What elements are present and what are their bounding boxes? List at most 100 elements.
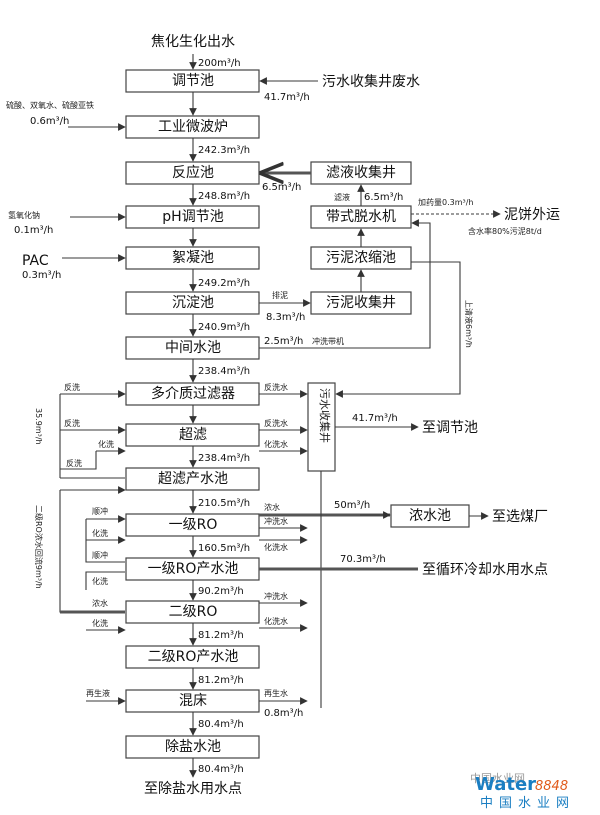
reaction-tank-label: 反应池 <box>172 164 214 181</box>
sewage-collection: 污水收集井 反洗水 反洗水 化洗水 41.7m³/h 至调节池 <box>259 382 478 472</box>
ro1-product-tank-label: 一级RO产水池 <box>148 561 239 577</box>
destination-label: 至除盐水用水点 <box>144 781 242 797</box>
flow-label: 242.3m³/h <box>198 145 250 156</box>
flow-label: 81.2m³/h <box>198 630 244 641</box>
chem-wash-label: 化洗 <box>92 618 108 628</box>
wash-note: 冲洗带机 <box>312 336 344 346</box>
flow-label: 80.4m³/h <box>198 764 244 775</box>
wastewater-inflow: 污水收集井废水 41.7m³/h <box>259 73 420 103</box>
ro2-brine-return-label: 二级RO浓水回流9m³/h <box>34 505 44 589</box>
brine-to-eq-flow: 41.7m³/h <box>352 413 398 424</box>
microwave-furnace-label: 工业微波炉 <box>158 119 228 135</box>
flow-label: 238.4m³/h <box>198 366 250 377</box>
uf-product-tank-label: 超滤产水池 <box>158 471 228 487</box>
naoh-label: 氢氧化钠 <box>8 210 40 220</box>
flow-label: 80.4m³/h <box>198 719 244 730</box>
sludge-flow: 8.3m³/h <box>266 312 305 323</box>
flow-label: 81.2m³/h <box>198 675 244 686</box>
watermark-cn: 中国水业网 <box>480 796 575 811</box>
backwash-water-label: 反洗水 <box>264 418 288 428</box>
regen-flow: 0.8m³/h <box>264 708 303 719</box>
chem-wash-water-label: 化洗水 <box>264 542 288 552</box>
sludge-treatment: 滤液收集井 6.5m³/h 带式脱水机 滤液 6.5m³/h 加药量0.3m³/… <box>259 161 560 398</box>
left-wash-loops: 反洗 35.9m³/h 反洗 化洗 反洗 二级RO浓水回流9m³/h 顺冲 化洗… <box>34 382 126 705</box>
pac-flow: 0.3m³/h <box>22 270 61 281</box>
watermark-gray-text: 中国水业网 <box>470 772 525 785</box>
ro1-label: 一级RO <box>169 517 218 533</box>
flow-label: 160.5m³/h <box>198 543 250 554</box>
wastewater-flow: 41.7m³/h <box>264 92 310 103</box>
dosing1-label: 硫酸、双氧水、硫酸亚铁 <box>6 100 94 110</box>
intermediate-tank-label: 中间水池 <box>165 340 221 356</box>
backwash-label: 反洗 <box>64 382 80 392</box>
flush-water-label: 冲洗水 <box>264 591 288 601</box>
source-label: 焦化生化出水 <box>151 34 235 50</box>
watermark-number: 8848 <box>535 779 568 794</box>
chem-wash-water-label: 化洗水 <box>264 439 288 449</box>
flow-label: 90.2m³/h <box>198 586 244 597</box>
chem-wash-label: 化洗 <box>92 576 108 586</box>
flow-label: 238.4m³/h <box>198 453 250 464</box>
equalization-tank-label: 调节池 <box>172 73 214 89</box>
brine-label: 浓水 <box>92 598 108 608</box>
dosing1-flow: 0.6m³/h <box>30 116 69 127</box>
flow-label: 200m³/h <box>198 58 241 69</box>
chem-wash-label: 化洗 <box>92 528 108 538</box>
brine-flow: 50m³/h <box>334 500 370 511</box>
main-process-units: 调节池 工业微波炉 反应池 pH调节池 絮凝池 沉淀池 中间水池 多介质过滤器 … <box>125 69 260 759</box>
mixed-bed-label: 混床 <box>179 693 207 709</box>
sewage-well-label: 污水收集井 <box>318 388 332 443</box>
demineralized-tank-label: 除盐水池 <box>165 739 221 755</box>
belt-press-label: 带式脱水机 <box>326 209 396 225</box>
pac-label: PAC <box>22 253 49 269</box>
chem-wash-label: 化洗 <box>98 439 114 449</box>
watermark-brand: Water <box>475 774 536 795</box>
backwash-label: 反洗 <box>66 458 82 468</box>
flow-label: 248.8m³/h <box>198 191 250 202</box>
filtrate-well-label: 滤液收集井 <box>326 164 396 181</box>
flocculation-tank-label: 絮凝池 <box>172 249 214 266</box>
flow-label: 249.2m³/h <box>198 278 250 289</box>
coal-washing-label: 至选煤厂 <box>492 509 548 525</box>
sedimentation-tank-label: 沉淀池 <box>172 295 214 311</box>
main-flow-arrows: 200m³/h 242.3m³/h 248.8m³/h 249.2m³/h 24… <box>144 54 250 797</box>
filtrate-small-label: 滤液 <box>334 192 350 202</box>
flush-label: 顺冲 <box>92 506 108 516</box>
to-equalization-label: 至调节池 <box>422 420 478 436</box>
brine-pool-label: 浓水池 <box>409 508 451 524</box>
filtrate-small-flow: 6.5m³/h <box>364 192 403 203</box>
regen-label: 再生液 <box>86 688 110 698</box>
flow-label: 210.5m³/h <box>198 498 250 509</box>
wastewater-well-label: 污水收集井废水 <box>322 73 420 90</box>
multimedia-filter-label: 多介质过滤器 <box>151 385 235 402</box>
backwash-water-label: 反洗水 <box>264 382 288 392</box>
flush-label: 顺冲 <box>92 550 108 560</box>
dosage-note: 加药量0.3m³/h <box>418 197 474 207</box>
sludge-out-label: 泥饼外运 <box>504 207 560 223</box>
regen-water-label: 再生水 <box>264 688 288 698</box>
naoh-flow: 0.1m³/h <box>14 225 53 236</box>
ultrafiltration-label: 超滤 <box>179 427 207 443</box>
flow-label: 240.9m³/h <box>198 322 250 333</box>
sludge-well-label: 污泥收集井 <box>326 294 396 311</box>
chem-wash-water-label: 化洗水 <box>264 616 288 626</box>
ro2-product-tank-label: 二级RO产水池 <box>148 649 239 665</box>
flush-water-label: 冲洗水 <box>264 516 288 526</box>
ph-tank-label: pH调节池 <box>162 209 223 225</box>
cooling-water-label: 至循环冷却水用水点 <box>422 562 548 578</box>
backwash-label: 反洗 <box>64 418 80 428</box>
cooling-flow: 70.3m³/h <box>340 554 386 565</box>
backflow-left-label: 35.9m³/h <box>34 408 43 445</box>
brine-label: 浓水 <box>264 502 280 512</box>
supernatant-label: 上清液6m³/h <box>464 300 474 348</box>
sludge-discharge-label: 排泥 <box>272 290 288 300</box>
sludge-thickener-label: 污泥浓缩池 <box>326 250 396 266</box>
water-content-note: 含水率80%污泥8t/d <box>468 226 542 236</box>
filtrate-flow: 6.5m³/h <box>262 182 301 193</box>
dosing-chemicals: 硫酸、双氧水、硫酸亚铁 0.6m³/h 氢氧化钠 0.1m³/h PAC 0.3… <box>6 100 126 281</box>
wash-flow: 2.5m³/h <box>264 336 303 347</box>
ro2-label: 二级RO <box>169 604 218 620</box>
watermark: 中国水业网 Water 8848 中国水业网 <box>470 772 575 811</box>
ro-outputs: 浓水 50m³/h 浓水池 至选煤厂 冲洗水 化洗水 70.3m³/h 至循环冷… <box>259 471 548 719</box>
